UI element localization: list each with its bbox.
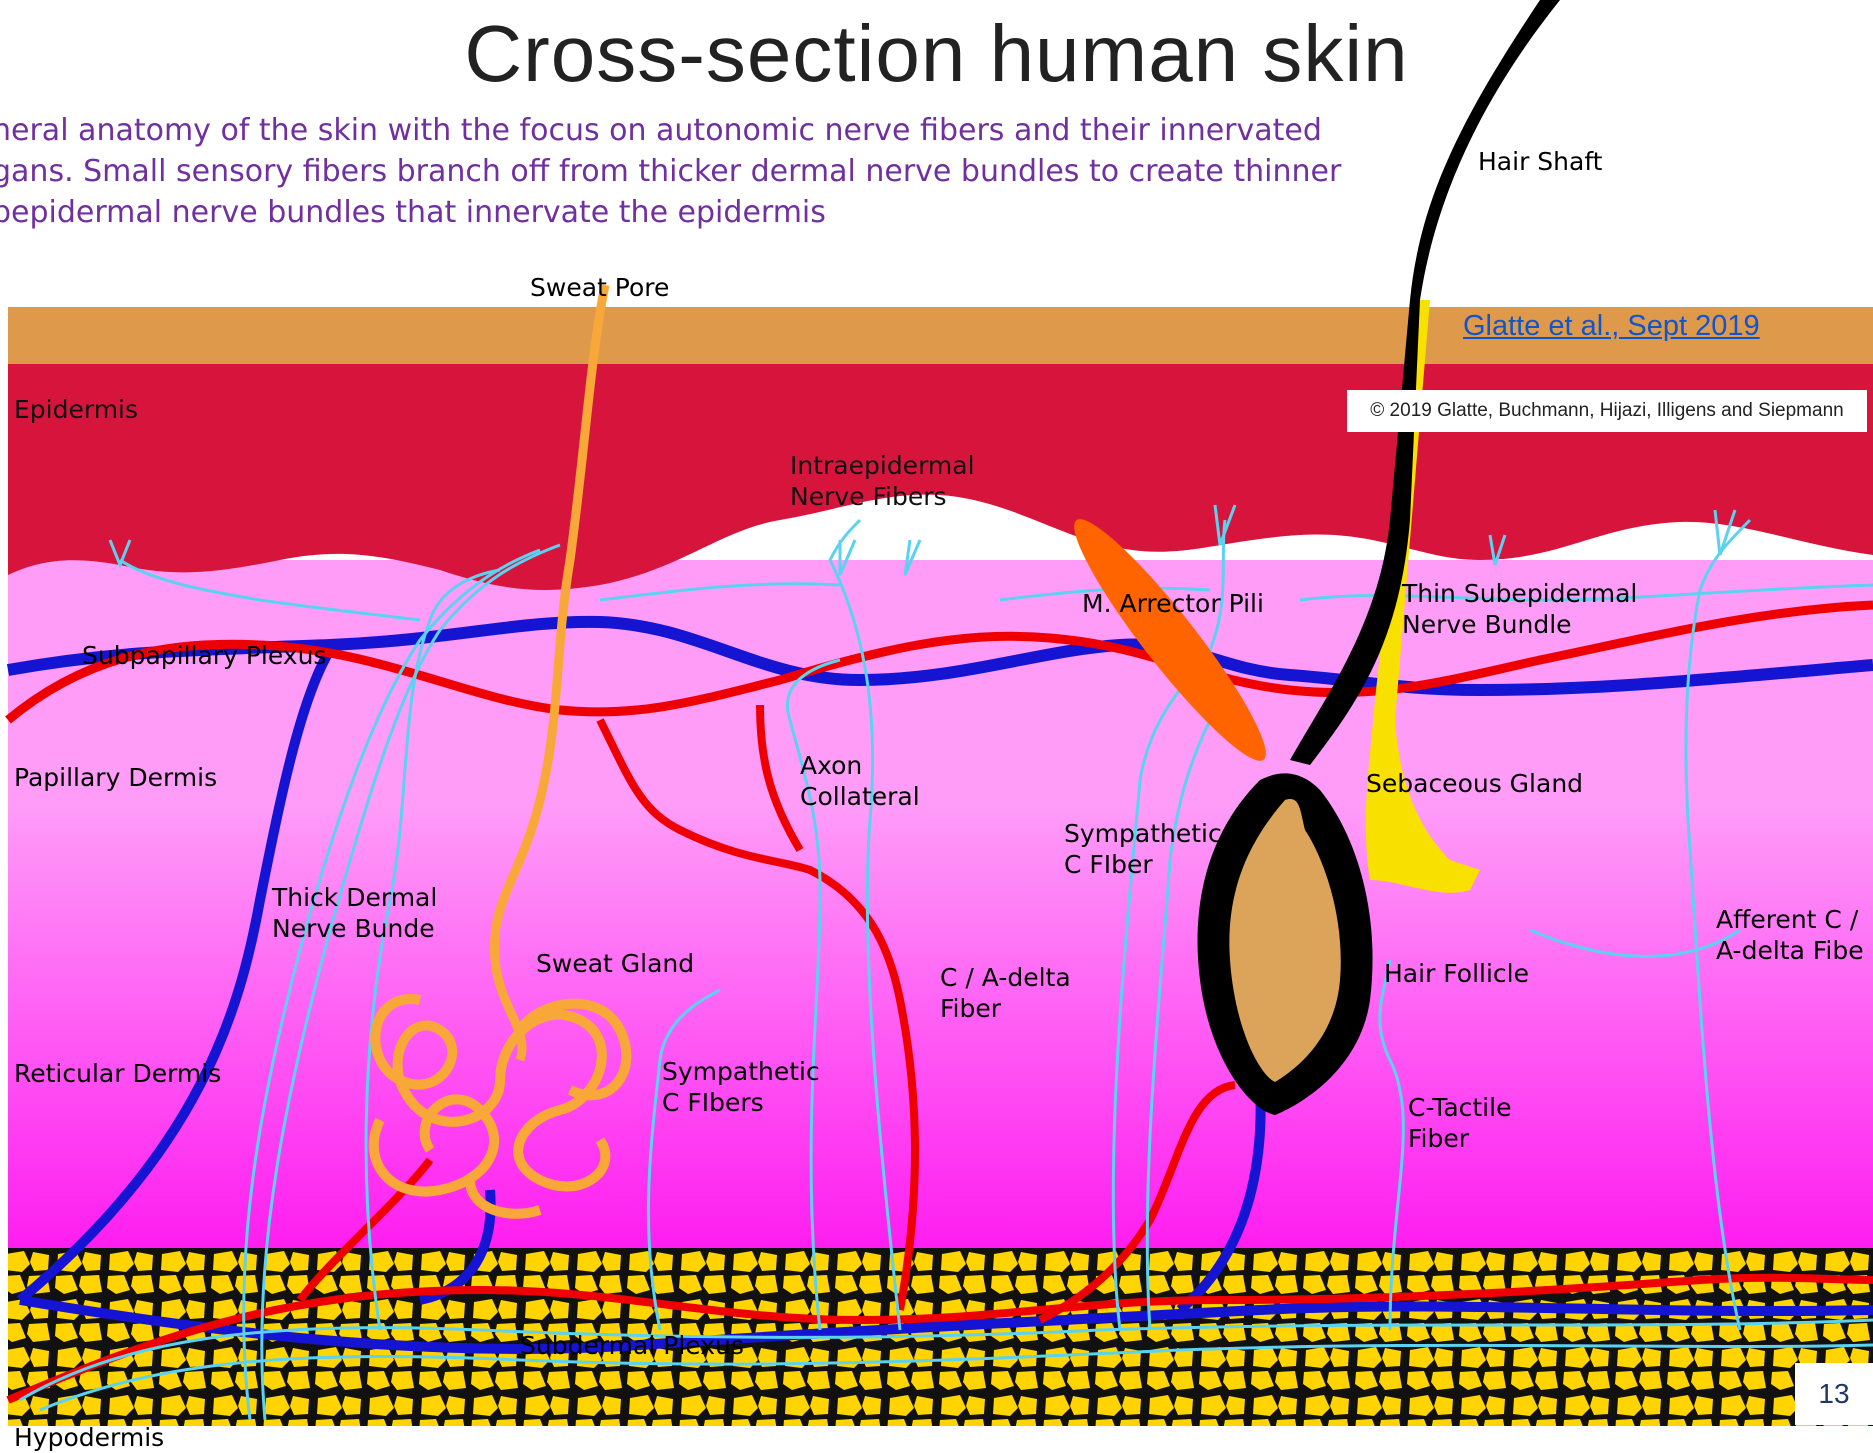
- label-afferent-1: Afferent C /: [1716, 904, 1858, 935]
- label-sebaceous-gland: Sebaceous Gland: [1366, 768, 1583, 799]
- label-sympathetic-c-fibers-1: Sympathetic: [662, 1056, 820, 1087]
- label-axon-collateral-2: Collateral: [800, 781, 920, 812]
- label-hair-shaft: Hair Shaft: [1478, 146, 1603, 177]
- label-reticular-dermis: Reticular Dermis: [14, 1058, 221, 1089]
- caption-line-1: neral anatomy of the skin with the focus…: [0, 110, 1352, 151]
- label-c-tactile-2: Fiber: [1408, 1123, 1469, 1154]
- label-c-adelta-1: C / A-delta: [940, 962, 1071, 993]
- label-papillary-dermis: Papillary Dermis: [14, 762, 217, 793]
- caption-line-2: gans. Small sensory fibers branch off fr…: [0, 151, 1352, 192]
- label-afferent-2: A-delta Fibe: [1716, 935, 1864, 966]
- label-c-tactile-1: C-Tactile: [1408, 1092, 1511, 1123]
- label-c-adelta-2: Fiber: [940, 993, 1001, 1024]
- label-hypodermis: Hypodermis: [14, 1422, 164, 1453]
- slide-number: 13: [1795, 1363, 1873, 1425]
- label-epidermis: Epidermis: [14, 394, 138, 425]
- label-sweat-pore: Sweat Pore: [530, 272, 669, 303]
- label-axon-collateral-1: Axon: [800, 750, 862, 781]
- label-thick-dermal-1: Thick Dermal: [272, 882, 437, 913]
- label-thin-subepidermal-2: Nerve Bundle: [1402, 609, 1572, 640]
- label-thick-dermal-2: Nerve Bunde: [272, 913, 435, 944]
- citation-link[interactable]: Glatte et al., Sept 2019: [1463, 310, 1760, 343]
- label-hair-follicle: Hair Follicle: [1384, 958, 1529, 989]
- copyright-notice: © 2019 Glatte, Buchmann, Hijazi, Illigen…: [1347, 390, 1867, 432]
- label-intraepidermal-2: Nerve Fibers: [790, 481, 947, 512]
- caption-line-3: bepidermal nerve bundles that innervate …: [0, 192, 1352, 233]
- figure-caption: neral anatomy of the skin with the focus…: [0, 110, 1352, 233]
- label-sweat-gland: Sweat Gland: [536, 948, 694, 979]
- slide-title: Cross-section human skin: [0, 8, 1873, 100]
- label-sympathetic-c-fiber-2: C FIber: [1064, 849, 1153, 880]
- label-thin-subepidermal-1: Thin Subepidermal: [1402, 578, 1637, 609]
- label-arrector-pili: M. Arrector Pili: [1082, 588, 1264, 619]
- label-sympathetic-c-fibers-2: C FIbers: [662, 1087, 764, 1118]
- label-subdermal-plexus: Subdermal Plexus: [520, 1330, 744, 1361]
- label-intraepidermal-1: Intraepidermal: [790, 450, 975, 481]
- label-subpapillary-plexus: Subpapillary Plexus: [82, 640, 326, 671]
- label-sympathetic-c-fiber-1: Sympathetic: [1064, 818, 1222, 849]
